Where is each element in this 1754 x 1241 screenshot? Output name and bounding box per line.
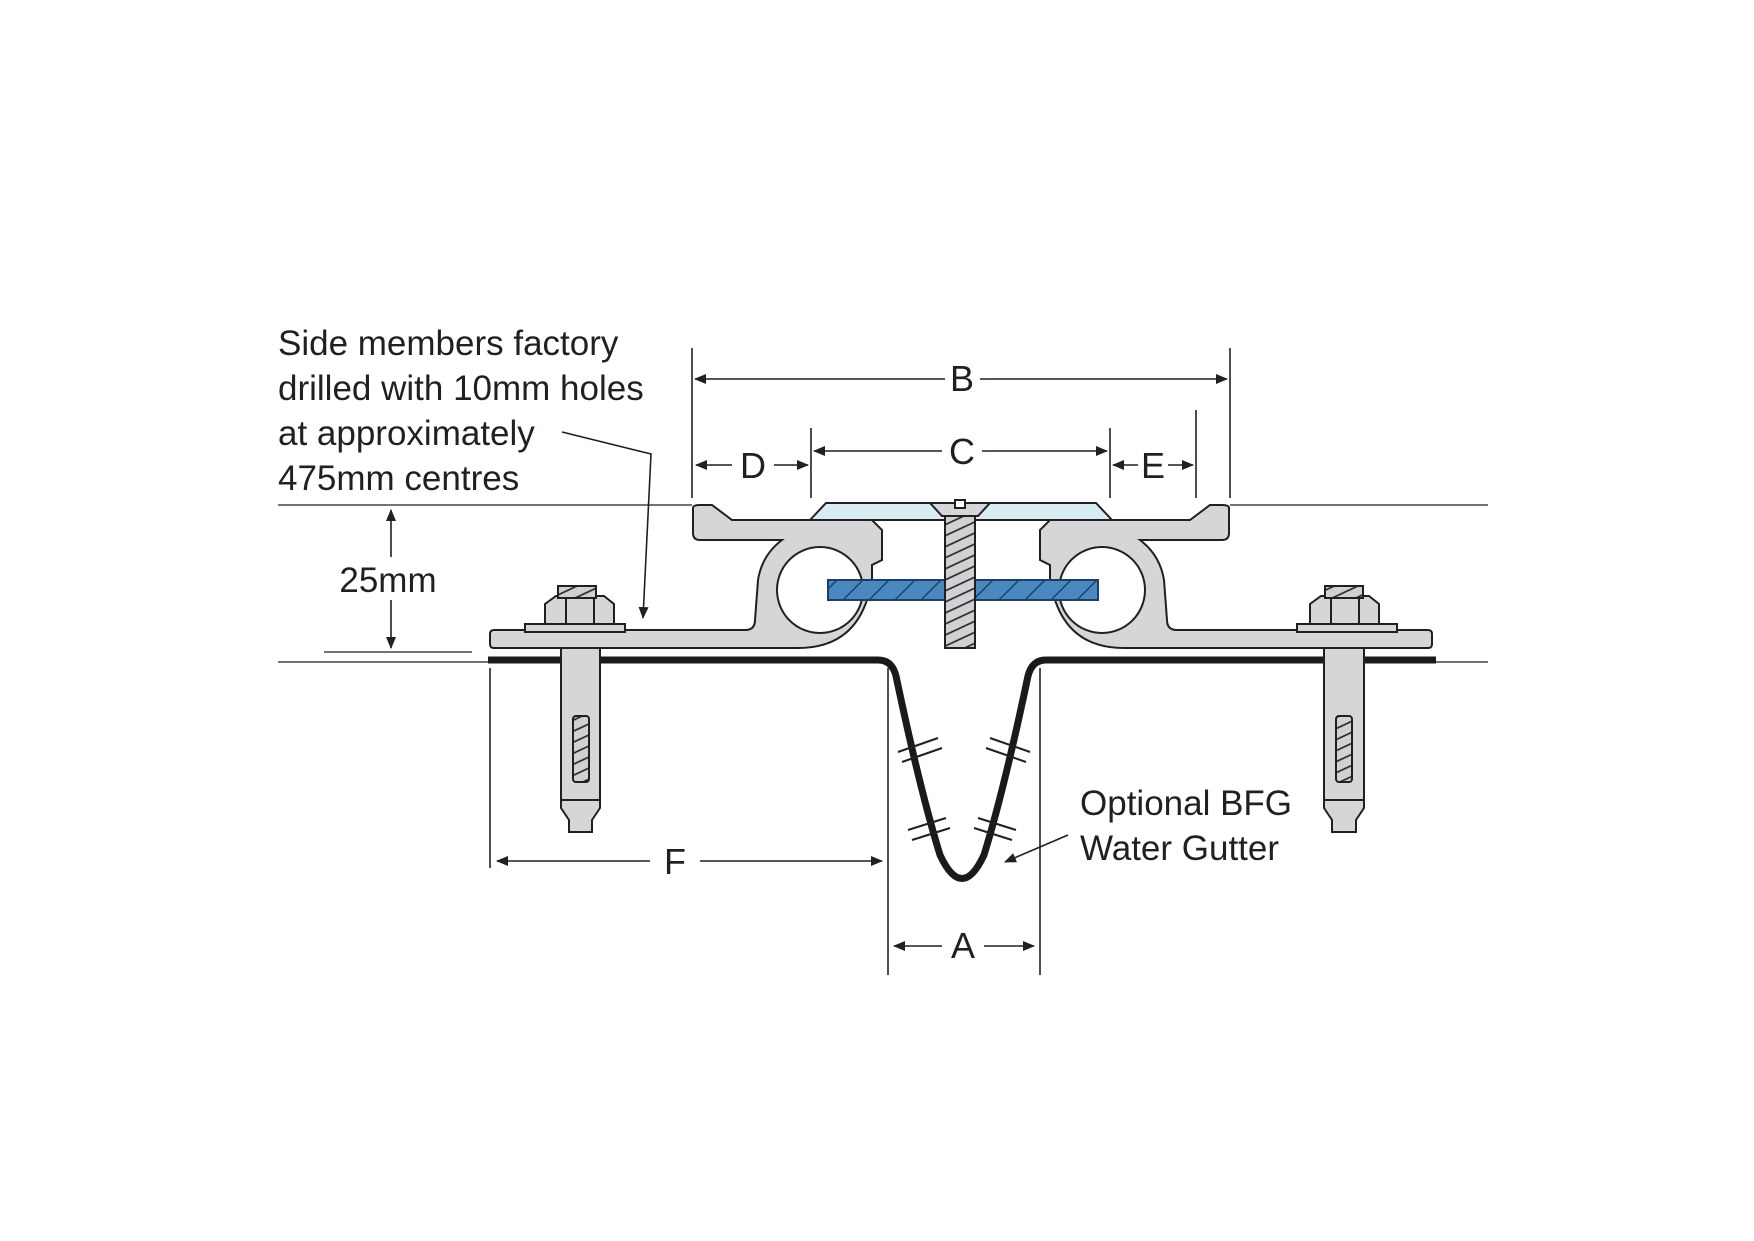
dimension-a xyxy=(893,668,1041,975)
gutter-note: Optional BFG Water Gutter xyxy=(1004,784,1292,868)
side-note-line-1: Side members factory xyxy=(278,324,619,363)
center-screw xyxy=(927,499,993,649)
dim-label-e: E xyxy=(1141,445,1165,486)
break-marks xyxy=(897,737,1031,841)
side-note-line-3: at approximately xyxy=(278,414,535,453)
gutter-note-line-2: Water Gutter xyxy=(1080,829,1279,868)
height-label: 25mm xyxy=(339,561,436,600)
left-side-member xyxy=(489,504,883,649)
water-gutter xyxy=(488,656,1436,882)
dim-label-d: D xyxy=(740,445,766,486)
side-note-line-4: 475mm centres xyxy=(278,459,519,498)
dim-label-c: C xyxy=(949,431,975,472)
side-note-line-2: drilled with 10mm holes xyxy=(278,369,644,408)
side-member-note: Side members factory drilled with 10mm h… xyxy=(278,324,652,619)
right-side-member xyxy=(1039,504,1433,649)
dim-label-f: F xyxy=(664,841,686,882)
left-anchor-bolt xyxy=(524,585,626,833)
dimension-dce xyxy=(695,410,1197,498)
gutter-note-line-1: Optional BFG xyxy=(1080,784,1292,823)
dim-label-b: B xyxy=(950,358,974,399)
right-anchor-bolt xyxy=(1296,585,1398,833)
dimension-b xyxy=(691,348,1231,498)
dim-label-a: A xyxy=(951,925,975,966)
dimension-f xyxy=(489,668,889,975)
